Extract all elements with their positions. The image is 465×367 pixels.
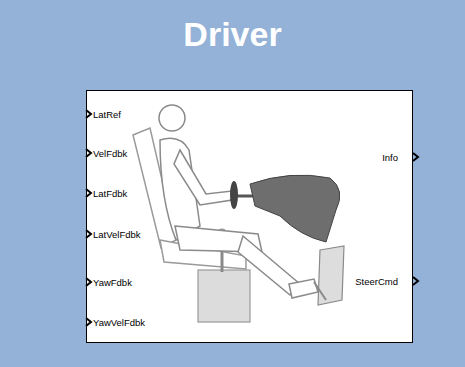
port-label: SteerCmd <box>355 276 398 288</box>
block-title: Driver <box>0 14 465 54</box>
port-label: Info <box>382 152 398 164</box>
port-label: LatFdbk <box>93 188 127 200</box>
port-label: YawVelFdbk <box>93 317 145 329</box>
port-label: YawFdbk <box>93 277 132 289</box>
subsystem-block: LatRefVelFdbkLatFdbkLatVelFdbkYawFdbkYaw… <box>86 90 413 343</box>
port-label: VelFdbk <box>93 148 127 160</box>
port-label: LatRef <box>93 109 121 121</box>
port-label: LatVelFdbk <box>93 229 141 241</box>
